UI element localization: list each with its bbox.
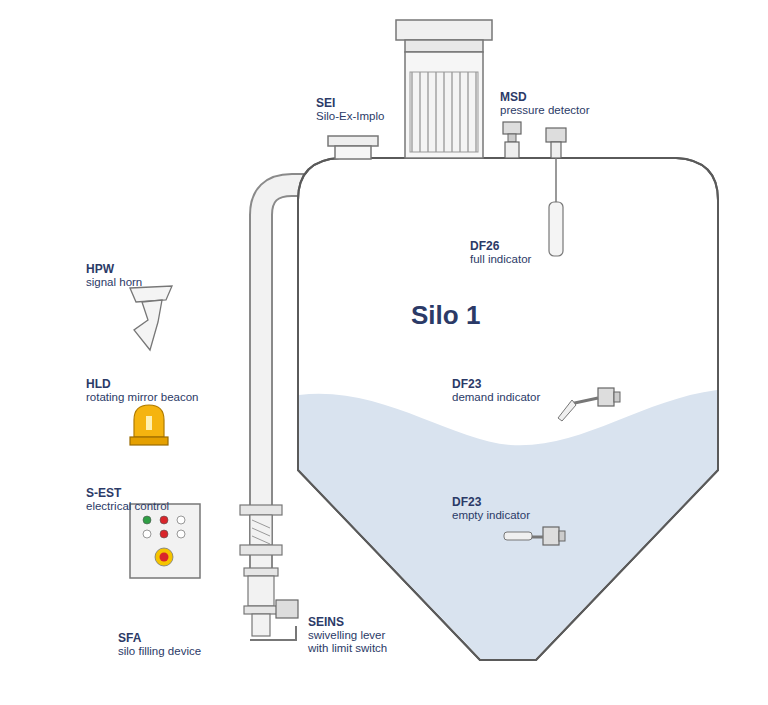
silo-title: Silo 1 xyxy=(411,300,480,331)
empty-indicator xyxy=(504,527,565,545)
part-description: Silo-Ex-Implo xyxy=(316,110,384,123)
part-description: empty indicator xyxy=(452,509,530,522)
silo-name: Silo 1 xyxy=(411,300,480,331)
full-indicator xyxy=(546,128,566,256)
part-code: SEINS xyxy=(308,616,344,629)
part-code: DF23 xyxy=(452,378,481,391)
part-code: S-EST xyxy=(86,487,121,500)
part-description: silo filling device xyxy=(118,645,201,658)
sei-valve xyxy=(328,136,378,159)
part-code: DF23 xyxy=(452,496,481,509)
control-cabinet xyxy=(130,504,200,578)
pressure-detector xyxy=(503,122,521,158)
part-code: SFA xyxy=(118,632,141,645)
bulk-material xyxy=(299,390,717,659)
silo-body xyxy=(298,158,718,660)
part-description: swivelling lever with limit switch xyxy=(308,629,408,655)
part-code: HLD xyxy=(86,378,111,391)
part-description: electrical control xyxy=(86,500,169,513)
signal-horn xyxy=(130,286,172,350)
silo-outline xyxy=(298,158,718,660)
part-code: HPW xyxy=(86,263,114,276)
demand-indicator xyxy=(558,388,620,421)
part-code: SEI xyxy=(316,97,335,110)
part-code: MSD xyxy=(500,91,527,104)
part-description: full indicator xyxy=(470,253,531,266)
part-description: signal horn xyxy=(86,276,142,289)
silo-filling-device xyxy=(240,505,298,640)
part-description: rotating mirror beacon xyxy=(86,391,199,404)
silo-filter xyxy=(396,20,492,158)
part-description: pressure detector xyxy=(500,104,590,117)
part-code: DF26 xyxy=(470,240,499,253)
part-description: demand indicator xyxy=(452,391,540,404)
mirror-beacon xyxy=(130,405,168,445)
